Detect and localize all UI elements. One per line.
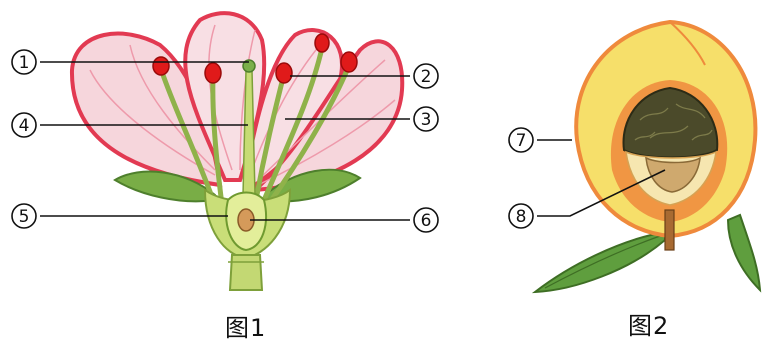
figure1-caption: 图1 (225, 308, 266, 343)
figure2-caption: 图2 (628, 306, 669, 341)
label-3: 3 (421, 110, 432, 130)
label-8: 8 (516, 207, 527, 227)
fruit-illustration (535, 22, 760, 292)
style (243, 70, 255, 195)
petals (72, 13, 402, 190)
label-7: 7 (516, 131, 527, 151)
label-4: 4 (19, 116, 30, 136)
label-1: 1 (19, 53, 30, 73)
flower-stalk (230, 255, 262, 290)
label-6: 6 (421, 211, 432, 231)
label-5: 5 (19, 207, 30, 227)
figure2-labels: 7 8 (509, 128, 533, 228)
flower-illustration (72, 13, 402, 290)
label-2: 2 (421, 67, 432, 87)
fruit-stalk (665, 210, 674, 250)
fruit-leaf-right (728, 215, 760, 290)
